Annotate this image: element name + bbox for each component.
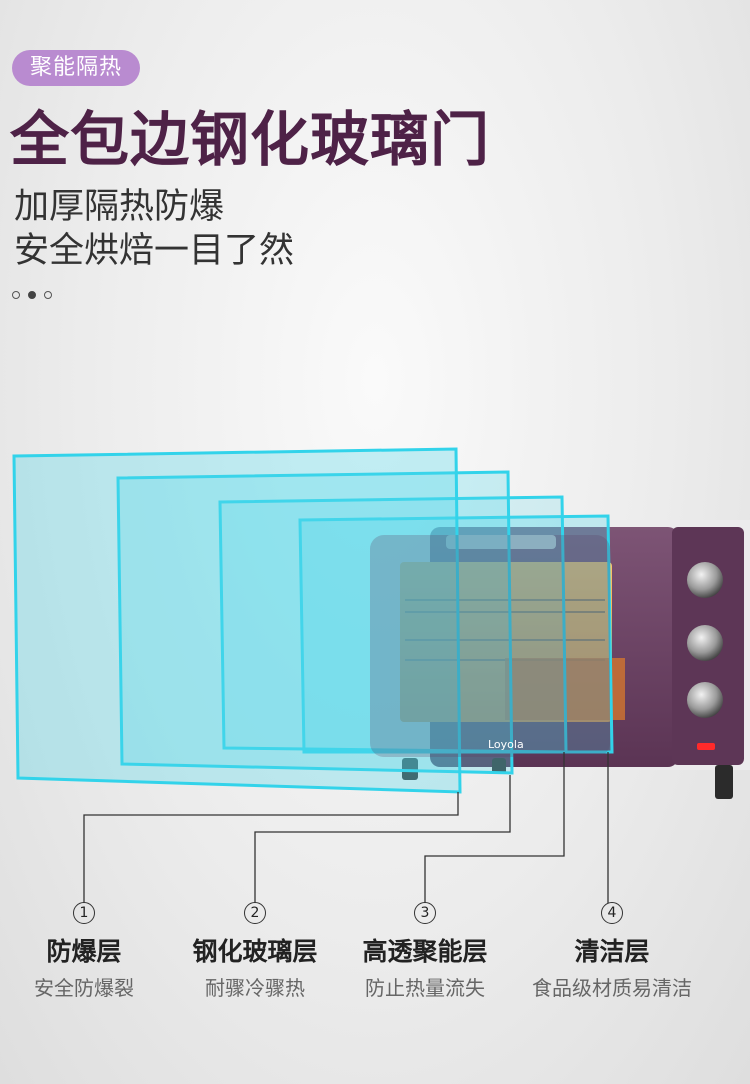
layer-description: 耐骤冷骤热 — [205, 976, 305, 1000]
oven-foot-middle — [492, 758, 506, 774]
subheadline-line-2: 安全烘焙一目了然 — [14, 231, 295, 271]
layer-name: 高透聚能层 — [362, 937, 488, 966]
layer-info-2: 2 钢化玻璃层 耐骤冷骤热 — [155, 902, 355, 1002]
oven-foot-left — [402, 758, 418, 780]
leader-line-1 — [83, 792, 459, 903]
layer-number: 4 — [601, 902, 623, 924]
leader-lines — [83, 752, 609, 903]
feature-tag: 聚能隔热 — [12, 50, 140, 86]
layer-description: 安全防爆裂 — [34, 976, 134, 1000]
layer-info-4: 4 清洁层 食品级材质易清洁 — [512, 902, 712, 1002]
layer-number: 1 — [73, 902, 95, 924]
temperature-knob-icon[interactable] — [687, 562, 723, 598]
layer-info-1: 1 防爆层 安全防爆裂 — [0, 902, 184, 1002]
layer-info-3: 3 高透聚能层 防止热量流失 — [325, 902, 525, 1002]
leader-line-2 — [254, 775, 511, 903]
glass-layers: Loyola — [12, 447, 614, 794]
timer-knob-icon[interactable] — [687, 682, 723, 718]
glass-layer-2 — [116, 470, 514, 775]
oven-handle — [446, 535, 556, 549]
layer-description: 防止热量流失 — [365, 976, 485, 1000]
oven-foot-right — [715, 765, 733, 799]
layer-description: 食品级材质易清洁 — [532, 976, 692, 1000]
layer-name: 清洁层 — [574, 937, 650, 966]
subheadline-line-1: 加厚隔热防爆 — [14, 187, 225, 227]
brand-logo: Loyola — [488, 738, 524, 751]
glass-layer-4 — [298, 514, 614, 754]
power-indicator-light — [697, 743, 715, 750]
carousel-dot-2-active[interactable] — [28, 291, 36, 299]
layer-name: 防爆层 — [46, 937, 122, 966]
headline: 全包边钢化玻璃门 — [10, 105, 491, 174]
oven — [400, 520, 750, 799]
function-knob-icon[interactable] — [687, 625, 723, 661]
carousel-dot-1[interactable] — [12, 291, 20, 299]
leader-line-3 — [424, 752, 565, 903]
glass-layer-1 — [12, 447, 462, 794]
glass-layer-3 — [218, 495, 568, 754]
oven-door-frame — [370, 535, 610, 757]
layer-name: 钢化玻璃层 — [192, 937, 318, 966]
carousel-dots — [12, 291, 52, 299]
carousel-dot-3[interactable] — [44, 291, 52, 299]
layer-number: 3 — [414, 902, 436, 924]
layer-number: 2 — [244, 902, 266, 924]
